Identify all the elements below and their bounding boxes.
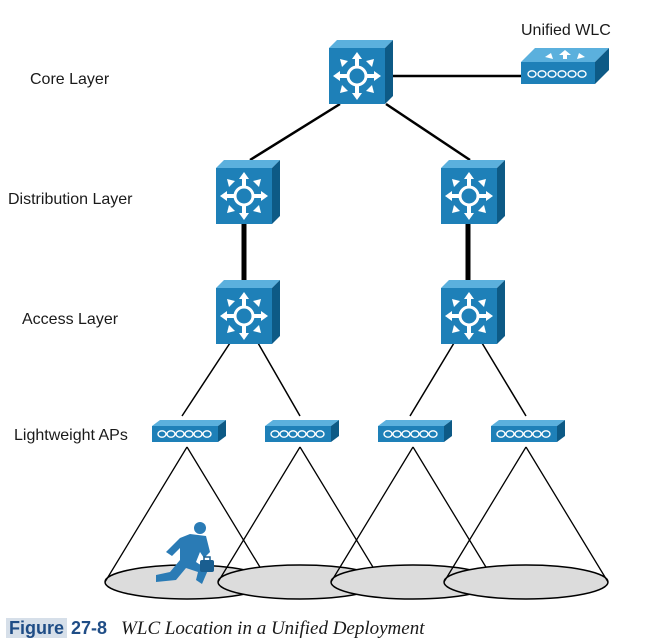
access-point-3-icon <box>377 419 453 443</box>
access-ap4-link <box>481 342 527 417</box>
coverage-cell-4 <box>443 446 609 600</box>
access-point-1-icon <box>151 419 227 443</box>
access-layer-label: Access Layer <box>22 311 119 328</box>
core-switch-icon <box>327 38 395 106</box>
access-ap3-link <box>409 342 455 417</box>
distribution-layer-label: Distribution Layer <box>8 191 133 208</box>
figure-label: Figure <box>6 618 68 638</box>
figure-title: WLC Location in a Unified Deployment <box>121 618 425 639</box>
figure-number: 27-8 <box>71 618 108 638</box>
core-dist-right-link <box>385 102 471 162</box>
distribution-switch-left-icon <box>214 158 282 226</box>
wireless-controller-icon <box>521 48 609 84</box>
core-dist-left-link <box>249 102 341 162</box>
access-switch-right-icon <box>439 278 507 346</box>
access-ap2-link <box>257 342 301 417</box>
access-ap1-link <box>181 342 231 417</box>
running-user-icon <box>156 522 214 584</box>
links <box>181 74 527 417</box>
distribution-switch-right-icon <box>439 158 507 226</box>
access-point-4-icon <box>490 419 566 443</box>
unified-wlc-label: Unified WLC <box>521 22 611 39</box>
coverage-areas <box>104 446 609 600</box>
core-layer-label: Core Layer <box>30 71 110 88</box>
network-diagram: Core Layer Distribution Layer Access Lay… <box>8 22 611 600</box>
lightweight-aps-label: Lightweight APs <box>14 427 128 444</box>
access-switch-left-icon <box>214 278 282 346</box>
access-point-2-icon <box>264 419 340 443</box>
